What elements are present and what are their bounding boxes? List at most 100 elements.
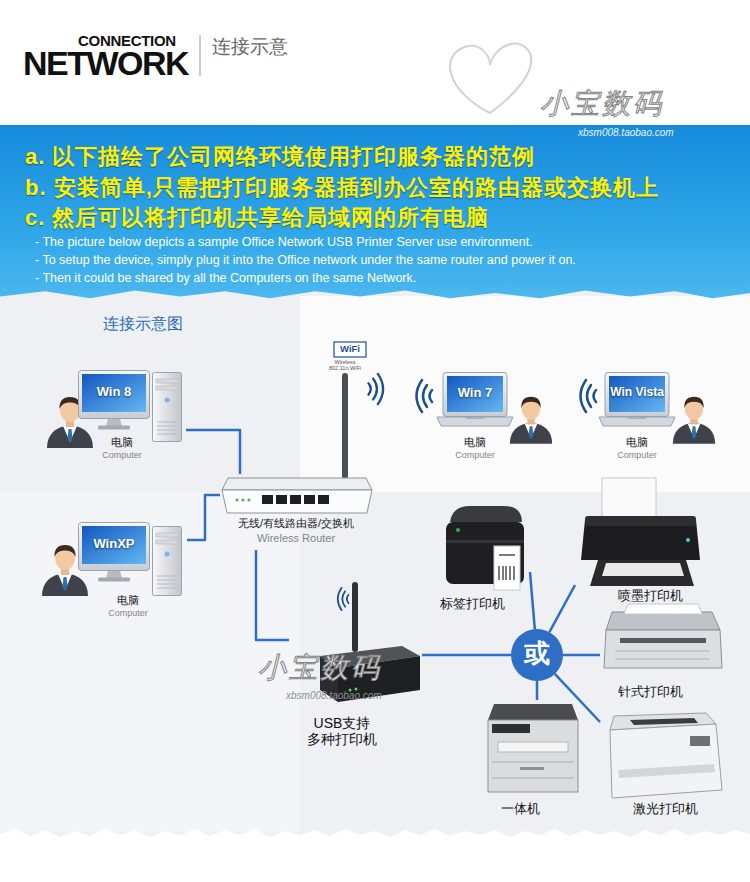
laser-printer-illustration <box>630 718 698 725</box>
router-illustration <box>235 498 250 501</box>
router-illustration <box>247 498 250 501</box>
link-line <box>187 495 220 540</box>
os-label: Win Vista <box>610 386 664 400</box>
link-line <box>549 585 575 632</box>
router-illustration <box>368 374 383 404</box>
device-sublabel: Wireless Router <box>257 532 335 545</box>
computer-node: WinXP 电脑Computer <box>35 518 187 624</box>
label-printer-illustration <box>513 566 514 580</box>
all-in-one-illustration <box>488 704 578 792</box>
inkjet-printer-illustration <box>602 563 684 576</box>
computer-win7 <box>510 397 552 444</box>
watermark-heart <box>450 44 531 113</box>
computer-vista <box>581 380 597 412</box>
device-sublabel: Computer <box>102 450 142 460</box>
diagram-panel <box>0 492 300 832</box>
wifi-badge-text: WiFi <box>334 343 366 355</box>
device-sublabel: Computer <box>455 450 495 460</box>
diagram-panel <box>300 296 750 492</box>
watermark-url: xbsm008.taobao.com <box>286 690 382 702</box>
label-printer-illustration <box>456 528 460 532</box>
logo-text: NETWORK <box>23 46 188 80</box>
printer-node: 标签打印机 <box>435 500 530 616</box>
router-node: 无线/有线路由器/交换机 Wireless Router <box>220 474 372 550</box>
link-line <box>422 654 511 657</box>
computer-vista <box>673 397 715 444</box>
dot-matrix-printer-illustration <box>620 638 706 643</box>
label-printer-illustration <box>499 554 515 555</box>
all-in-one-illustration <box>492 778 574 779</box>
computer-win7 <box>417 380 433 412</box>
diagram-panel <box>0 290 750 840</box>
dot-matrix-printer-illustration <box>606 612 720 630</box>
link-line <box>256 550 289 640</box>
router-illustration <box>276 495 287 504</box>
or-circle: 或 <box>511 629 563 681</box>
all-in-one-illustration <box>492 762 574 763</box>
computer-xp <box>153 527 182 596</box>
computer-win7 <box>417 373 553 444</box>
device-label: USB支持 多种打印机 <box>292 715 392 747</box>
router-illustration <box>222 342 383 513</box>
torn-edge <box>0 829 750 882</box>
band-heading: a. 以下描绘了公司网络环境使用打印服务器的范例 <box>25 144 535 169</box>
computer-node: Win 8 电脑Computer <box>40 368 186 464</box>
inkjet-printer-illustration <box>686 538 690 542</box>
dot-matrix-printer-illustration <box>615 651 710 652</box>
computer-win7 <box>417 380 433 412</box>
device-label: 电脑 <box>117 594 139 607</box>
band-heading: c. 然后可以将打印机共享给局域网的所有电脑 <box>25 205 489 230</box>
all-in-one-illustration <box>520 767 544 770</box>
dot-matrix-printer-illustration <box>615 659 710 660</box>
print-server-illustration <box>352 582 358 652</box>
label-printer-illustration <box>505 566 506 580</box>
router-illustration <box>222 478 372 490</box>
printer-node: 一体机 <box>478 700 580 822</box>
router-illustration <box>290 495 301 504</box>
info-band: a. 以下描绘了公司网络环境使用打印服务器的范例b. 安装简单,只需把打印服务器… <box>0 125 750 300</box>
printer-label: 一体机 <box>501 802 540 817</box>
computer-win8 <box>153 373 182 442</box>
printer-label: 喷墨打印机 <box>618 589 683 604</box>
laser-printer-illustration <box>618 764 715 778</box>
router-illustration <box>262 495 273 504</box>
device-label: 电脑 <box>626 436 648 449</box>
os-label: Win 8 <box>97 385 132 400</box>
router-illustration <box>235 498 238 501</box>
printer-node: 针式打印机 <box>600 608 726 704</box>
computer-win7 <box>437 373 513 427</box>
laser-printer-illustration <box>690 736 710 746</box>
diagram-subtitle: 连接示意图 <box>103 315 183 333</box>
router-illustration <box>262 495 329 504</box>
band-note: - To setup the device, simply plug it in… <box>35 253 576 267</box>
all-in-one-illustration <box>488 720 578 792</box>
header-title: 连接示意 <box>212 36 288 58</box>
router-illustration <box>318 495 329 504</box>
computer-xp <box>42 523 182 597</box>
computer-node: Win Vista 电脑Computer <box>576 366 720 464</box>
label-printer-illustration <box>509 566 510 580</box>
device-sublabel: Computer <box>108 608 148 618</box>
dot-matrix-printer-illustration <box>624 604 702 614</box>
printer-node: 喷墨打印机 <box>575 474 707 607</box>
computer-vista <box>581 380 597 412</box>
link-line <box>563 654 600 657</box>
inkjet-printer-illustration <box>581 478 700 586</box>
device-label: 电脑 <box>111 436 133 449</box>
os-label: WinXP <box>93 537 134 552</box>
printer-node: 激光打印机 <box>600 710 728 822</box>
inkjet-printer-illustration <box>590 560 694 586</box>
label-printer-illustration <box>498 566 499 580</box>
printer-label: 标签打印机 <box>440 597 505 612</box>
all-in-one-illustration <box>492 724 530 733</box>
computer-win8 <box>47 371 182 449</box>
device-label: 无线/有线路由器/交换机 <box>238 517 354 530</box>
device-sublabel: Computer <box>617 450 657 460</box>
dot-matrix-printer-illustration <box>604 604 722 668</box>
inkjet-printer-illustration <box>585 516 696 526</box>
router-illustration <box>334 342 366 357</box>
link-line <box>555 674 600 722</box>
link-line <box>536 681 539 700</box>
label-printer-illustration <box>494 546 520 590</box>
